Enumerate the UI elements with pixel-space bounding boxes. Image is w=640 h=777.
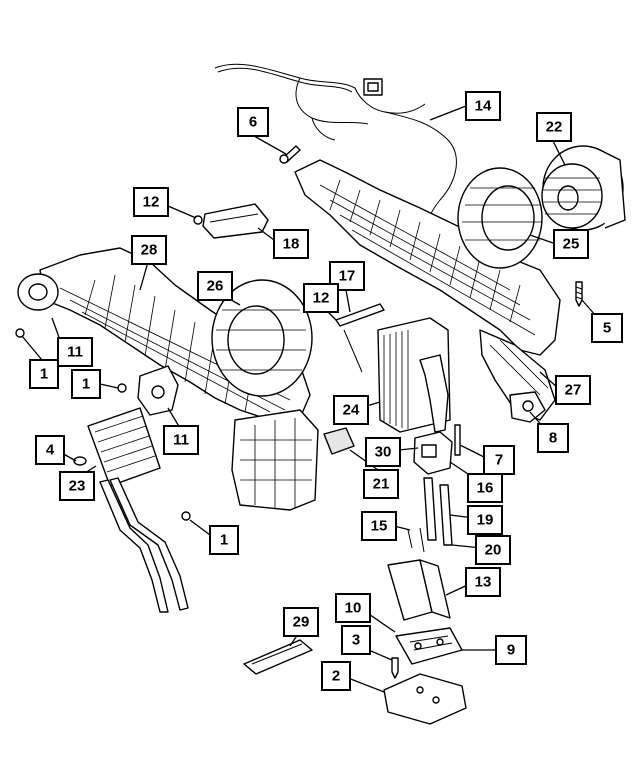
callout-5: 5 [591,313,623,343]
callout-2: 2 [321,661,351,691]
svg-text:10: 10 [345,600,362,617]
svg-text:13: 13 [475,574,492,591]
svg-text:3: 3 [352,632,360,649]
callout-26: 26 [197,271,233,301]
callout-25: 25 [553,229,589,259]
svg-text:2: 2 [332,668,340,685]
svg-text:18: 18 [283,236,300,253]
callout-20: 20 [475,535,511,565]
actuator-11-part [137,365,179,416]
callout-12: 12 [133,187,169,217]
heater-core-part [87,407,189,613]
svg-text:25: 25 [563,236,580,253]
callout-15: 15 [361,511,397,541]
screw-5-part [575,281,583,307]
svg-text:14: 14 [475,98,492,115]
seal-17-part [335,303,385,373]
callout-4: 4 [35,435,65,465]
callout-19: 19 [467,505,503,535]
callout-3: 3 [341,625,371,655]
callout-1c: 1 [209,525,239,555]
callout-1: 1 [29,359,59,389]
svg-text:9: 9 [507,642,515,659]
callout-23: 23 [59,471,95,501]
svg-text:4: 4 [46,442,55,459]
callout-7: 7 [483,445,515,475]
upper-housing-part [294,159,561,421]
scroll-housing-part [211,279,313,397]
svg-text:27: 27 [565,382,582,399]
module-9-part [395,627,463,665]
svg-text:1: 1 [82,376,90,393]
seal-4-part [73,456,87,466]
svg-text:1: 1 [220,532,228,549]
screw-1-parts [15,328,191,521]
callout-30: 30 [365,437,401,467]
screw-3-part [391,657,399,679]
cover-2-part [383,673,467,725]
wire-harness-part [214,63,457,223]
callout-24: 24 [333,395,369,425]
expansion-valve-part [413,424,461,475]
callout-12b: 12 [303,283,339,313]
svg-text:11: 11 [67,344,83,361]
svg-text:8: 8 [549,430,557,447]
callout-27: 27 [555,375,591,405]
callout-28: 28 [131,235,167,265]
svg-text:23: 23 [69,478,86,495]
lower-housing-part [231,409,319,511]
svg-text:30: 30 [375,444,392,461]
svg-text:26: 26 [207,278,224,295]
gasket-29-part [243,639,313,675]
svg-text:1: 1 [40,366,48,383]
svg-text:12: 12 [143,194,160,211]
callout-6: 6 [237,107,269,137]
callout-10: 10 [335,593,371,623]
callout-29: 29 [283,607,319,637]
sensor-21-part [323,427,355,455]
callout-8: 8 [537,423,569,453]
svg-text:21: 21 [373,476,390,493]
callout-18: 18 [273,229,309,259]
evaporator-core-part [377,317,451,433]
actuator-18-part [193,203,269,239]
svg-text:17: 17 [339,268,356,285]
blower-motor-part [541,145,626,231]
svg-text:16: 16 [477,480,494,497]
callout-11b: 11 [163,425,199,455]
svg-text:29: 29 [293,614,310,631]
svg-text:11: 11 [173,432,189,449]
svg-text:5: 5 [603,320,611,337]
svg-text:24: 24 [343,402,360,419]
refrigerant-lines-part [407,477,453,553]
callout-22: 22 [536,112,572,142]
callout-1b: 1 [71,369,101,399]
callout-14: 14 [465,91,501,121]
svg-text:22: 22 [546,119,563,136]
callout-13: 13 [465,567,501,597]
svg-text:7: 7 [495,452,503,469]
outlet-8-part [509,391,546,423]
callout-16: 16 [467,473,503,503]
svg-text:15: 15 [371,518,388,535]
callout-9: 9 [495,635,527,665]
svg-text:6: 6 [249,114,257,131]
svg-text:20: 20 [485,542,502,559]
callout-11: 11 [57,337,93,367]
svg-text:12: 12 [313,290,330,307]
screw-6-part [279,145,301,164]
callout-21: 21 [363,469,399,499]
svg-text:28: 28 [141,242,158,259]
bracket-13-part [387,559,451,621]
svg-text:19: 19 [477,512,494,529]
